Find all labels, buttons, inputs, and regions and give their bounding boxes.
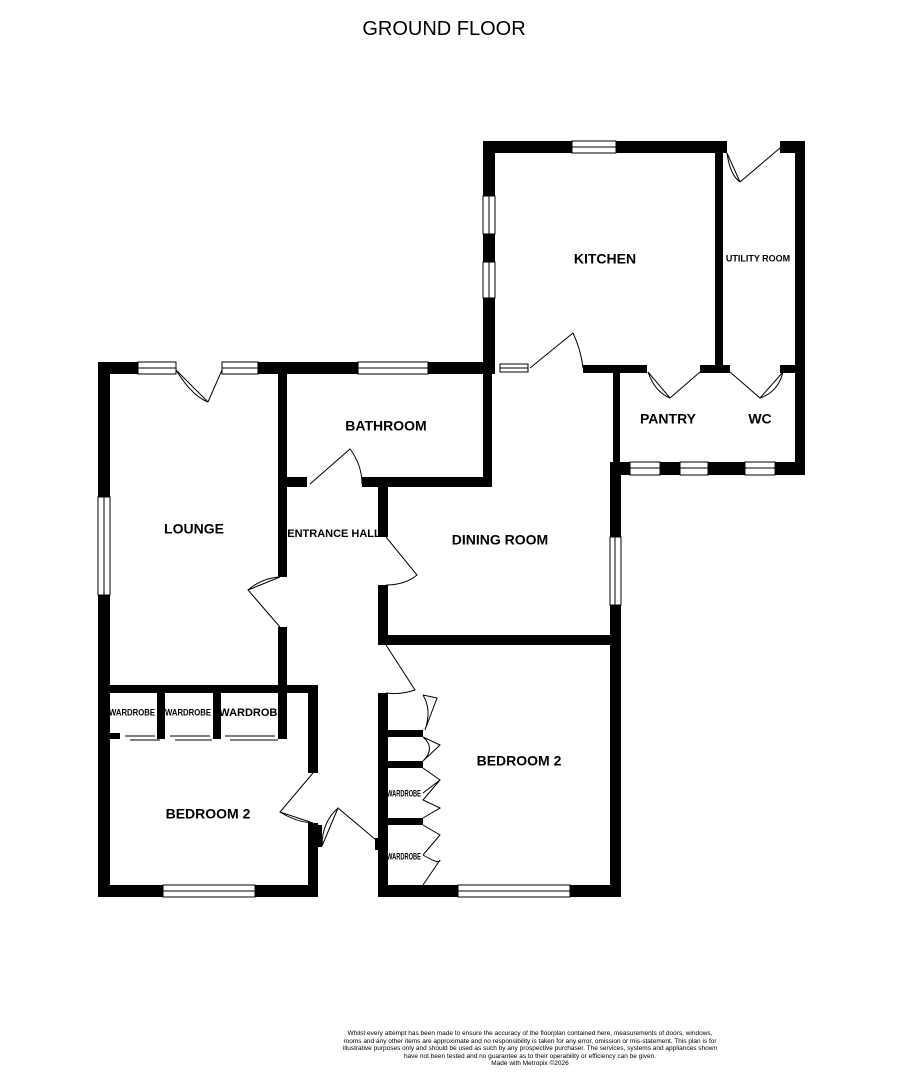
bathroom-bottom-wall-right [362, 477, 492, 487]
wardrobe-bottom-stub [110, 733, 120, 739]
lounge-left-wall-bottom [98, 595, 110, 897]
bedroom-left-door [279, 772, 314, 824]
bathroom-top-wall-right [428, 362, 495, 374]
dining-door [385, 536, 418, 586]
walls [98, 141, 805, 897]
room-labels: KITCHEN UTILITY ROOM PANTRY WC BATHROOM … [109, 251, 790, 862]
doors [125, 147, 784, 886]
wardrobe-top-wall [98, 685, 318, 693]
kitchen-right-wall [715, 141, 723, 373]
bedroom-right-bottom-wall-left [378, 885, 458, 897]
floor-title: GROUND FLOOR [362, 18, 525, 40]
kitchen-left-wall [483, 141, 495, 373]
bedroom-left-right-wall-bottom [308, 823, 318, 897]
front-entrance-door [321, 807, 377, 847]
wardrobe-divider-2 [213, 693, 221, 739]
utility-external-door [726, 147, 781, 183]
kitchen-door [529, 332, 584, 369]
utility-right-wall [795, 141, 805, 475]
label-lounge: LOUNGE [164, 521, 224, 537]
label-wc: WC [748, 411, 771, 427]
hall-stub-right [375, 838, 387, 850]
wardrobe-divider-1 [157, 693, 165, 739]
windows [97, 140, 776, 898]
bathroom-door [309, 448, 363, 485]
disclaimer: Whilst every attempt has been made to en… [340, 1030, 720, 1068]
bathroom-right-wall [483, 362, 492, 487]
wardrobe-right-door-1 [422, 694, 438, 731]
lounge-right-wall-bottom [278, 627, 287, 739]
bedroom-right-bottom-wall-right [570, 885, 621, 897]
lounge-left-wall-top [98, 362, 110, 497]
wardrobe-right-door-3 [422, 767, 442, 819]
pantry-top-wall-right [700, 365, 730, 373]
bedroom-left-right-wall-top [308, 685, 318, 773]
wardrobe-right-door-4 [422, 824, 441, 886]
dining-left-wall-bottom [378, 585, 388, 642]
label-entrance-hall: ENTRANCE HALL [287, 528, 381, 540]
dining-right-wall-top [610, 462, 621, 537]
label-pantry: PANTRY [640, 411, 697, 427]
pantry-door [647, 371, 701, 399]
wardrobe-right-door-2 [422, 736, 441, 762]
wc-top-wall-right [780, 365, 805, 373]
dining-left-wall-top [378, 477, 388, 537]
label-bedroom-left: BEDROOM 2 [166, 806, 251, 822]
label-wardrobe-1: WARDROBE [109, 707, 155, 717]
wardrobe-right-divider-1 [388, 730, 423, 737]
bedroom-left-bottom-wall-right [255, 885, 318, 897]
bedroom-left-bottom-wall-left [98, 885, 163, 897]
label-bathroom: BATHROOM [345, 418, 426, 434]
label-wardrobe-3: WARDROBE [219, 707, 284, 719]
label-wardrobe-5: WARDROBE [387, 851, 421, 861]
label-wardrobe-2: WARDROBE [165, 707, 211, 717]
dining-bottom-wall [378, 635, 621, 645]
left-wardrobe-sliding-doors [125, 735, 278, 741]
label-kitchen: KITCHEN [574, 251, 636, 267]
lounge-right-wall-top [278, 362, 287, 577]
label-bedroom-right: BEDROOM 2 [477, 753, 562, 769]
credit-text: Made with Metropix ©2026 [491, 1060, 569, 1068]
label-dining-room: DINING ROOM [452, 532, 548, 548]
bedroom-right-door [385, 644, 416, 695]
label-utility-room: UTILITY ROOM [726, 253, 790, 263]
disclaimer-text: Whilst every attempt has been made to en… [342, 1030, 718, 1060]
wc-door [729, 371, 784, 399]
wardrobe-right-divider-2 [388, 761, 423, 768]
dining-right-wall-bottom [610, 605, 621, 897]
wardrobe-right-divider-3 [388, 818, 423, 825]
bathroom-top-wall-left [258, 362, 358, 374]
lounge-patio-door [175, 369, 223, 403]
lounge-door [247, 576, 281, 628]
pantry-left-wall [613, 365, 620, 475]
bedroom-right-left-wall [378, 693, 388, 897]
hall-stub-left [310, 825, 322, 847]
bathroom-bottom-wall-left [287, 477, 307, 487]
label-wardrobe-4: WARDROBE [387, 788, 421, 798]
